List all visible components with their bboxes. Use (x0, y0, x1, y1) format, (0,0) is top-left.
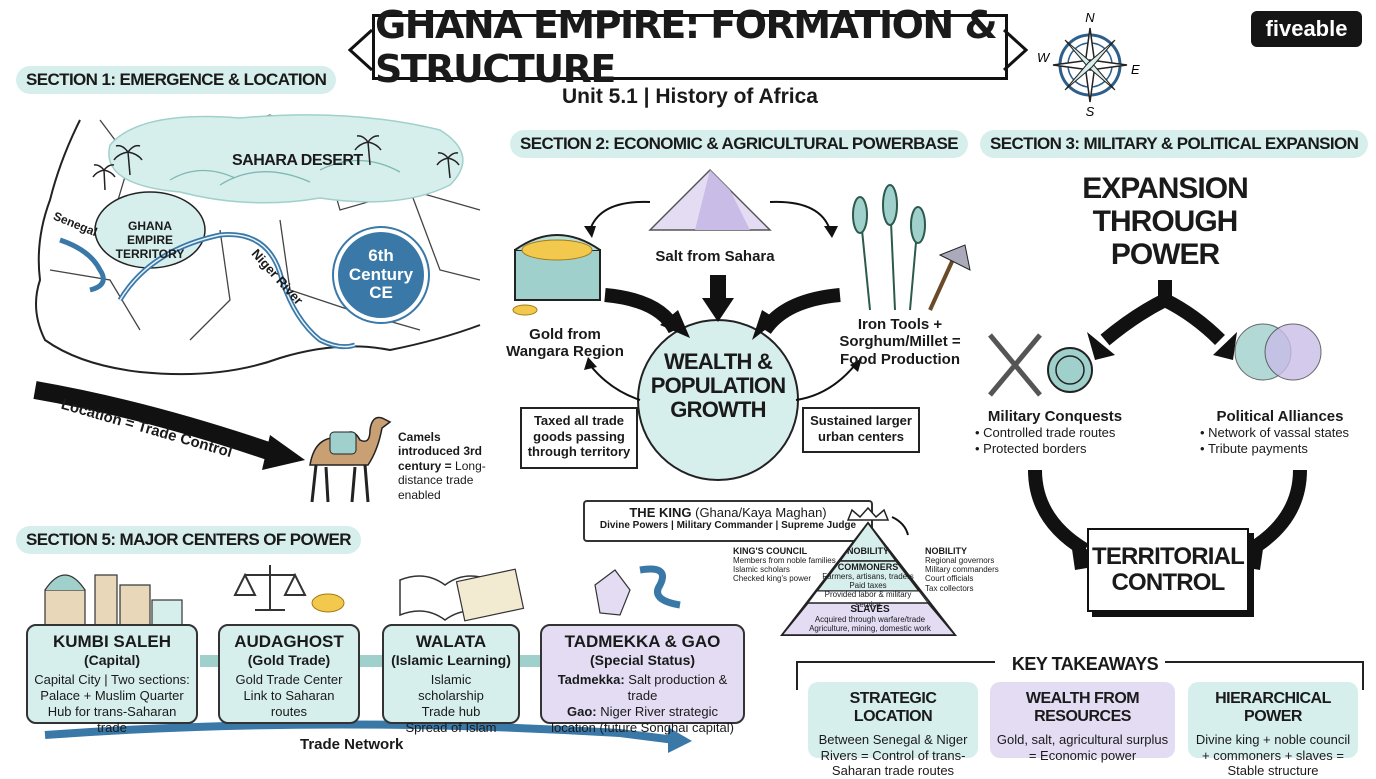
iron-label: Iron Tools + Sorghum/Millet = Food Produ… (839, 316, 961, 368)
compass-s: S (1086, 104, 1095, 119)
camel-icon (309, 416, 392, 503)
military-block: Military Conquests Controlled trade rout… (975, 408, 1135, 456)
political-item: Tribute payments (1200, 441, 1360, 457)
camels-note: Camels introduced 3rd century = Long-dis… (398, 430, 486, 502)
military-item: Controlled trade routes (975, 425, 1135, 441)
expansion-headline: EXPANSION THROUGH POWER (1082, 172, 1248, 271)
taxed-note: Taxed all trade goods passing through te… (520, 407, 638, 469)
section3-title: SECTION 3: MILITARY & POLITICAL EXPANSIO… (980, 130, 1369, 158)
kings-council: KING'S COUNCIL Members from noble famili… (733, 546, 836, 584)
africa-map (35, 114, 481, 376)
territorial-control-box: TERRITORIAL CONTROL (1087, 528, 1249, 612)
hierarchy-pyramid (780, 506, 958, 636)
military-list: Controlled trade routes Protected border… (975, 425, 1135, 456)
nobility-side: NOBILITY Regional governors Military com… (925, 546, 999, 593)
political-item: Network of vassal states (1200, 425, 1360, 441)
page-title: GHANA EMPIRE: FORMATION & STRUCTURE (372, 3, 1008, 91)
king-box: THE KING (Ghana/Kaya Maghan) Divine Powe… (583, 500, 873, 542)
sahara-label: SAHARA DESERT (232, 152, 363, 169)
compass-w: W (1037, 50, 1051, 65)
center-card: AUDAGHOST (Gold Trade) Gold Trade Center… (218, 624, 360, 724)
pyramid-nobility: NOBILITY (847, 546, 889, 556)
location-arrow-icon (33, 381, 305, 470)
pyramid-slaves: SLAVES Acquired through warfare/trade Ag… (809, 604, 931, 634)
compass-n: N (1085, 10, 1095, 25)
expansion-diagram (988, 280, 1322, 570)
compass-rose-icon: N S E W (1037, 10, 1140, 119)
century-badge: 6th Century CE (334, 228, 428, 322)
section5-title: SECTION 5: MAJOR CENTERS OF POWER (16, 526, 361, 554)
crown-icon (846, 506, 890, 521)
section1-title: SECTION 1: EMERGENCE & LOCATION (16, 66, 337, 94)
pyramid-commoners: COMMONERS Farmers, artisans, traders Pai… (822, 562, 914, 609)
section2-title: SECTION 2: ECONOMIC & AGRICULTURAL POWER… (510, 130, 968, 158)
compass-e: E (1131, 62, 1140, 77)
center-card: WALATA (Islamic Learning) Islamic schola… (382, 624, 520, 735)
takeaway-card: WEALTH FROM RESOURCES Gold, salt, agricu… (990, 682, 1175, 763)
center-card: KUMBI SALEH (Capital) Capital City | Two… (26, 624, 198, 735)
trade-network-label: Trade Network (300, 736, 404, 753)
center-card: TADMEKKA & GAO (Special Status) Tadmekka… (540, 624, 745, 735)
political-block: Political Alliances Network of vassal st… (1200, 408, 1360, 456)
takeaways-frame (796, 661, 1364, 690)
economy-diagram (512, 168, 971, 481)
wealth-center: WEALTH & POPULATION GROWTH (650, 349, 786, 423)
gold-label: Gold from Wangara Region (506, 326, 624, 361)
takeaway-card: STRATEGIC LOCATION Between Senegal & Nig… (808, 682, 978, 778)
military-item: Protected borders (975, 441, 1135, 457)
takeaways-title: KEY TAKEAWAYS (1011, 654, 1159, 674)
sustained-note: Sustained larger urban centers (802, 407, 920, 453)
takeaway-card: HIERARCHICAL POWER Divine king + noble c… (1188, 682, 1358, 778)
territory-label: GHANA EMPIRE TERRITORY (115, 219, 185, 261)
banner-ribbon-ends (348, 28, 1028, 72)
political-list: Network of vassal states Tribute payment… (1200, 425, 1360, 456)
fiveable-logo: fiveable (1251, 11, 1362, 47)
centers-illustrations (44, 565, 692, 753)
salt-label: Salt from Sahara (655, 248, 775, 265)
subtitle: Unit 5.1 | History of Africa (562, 85, 818, 108)
